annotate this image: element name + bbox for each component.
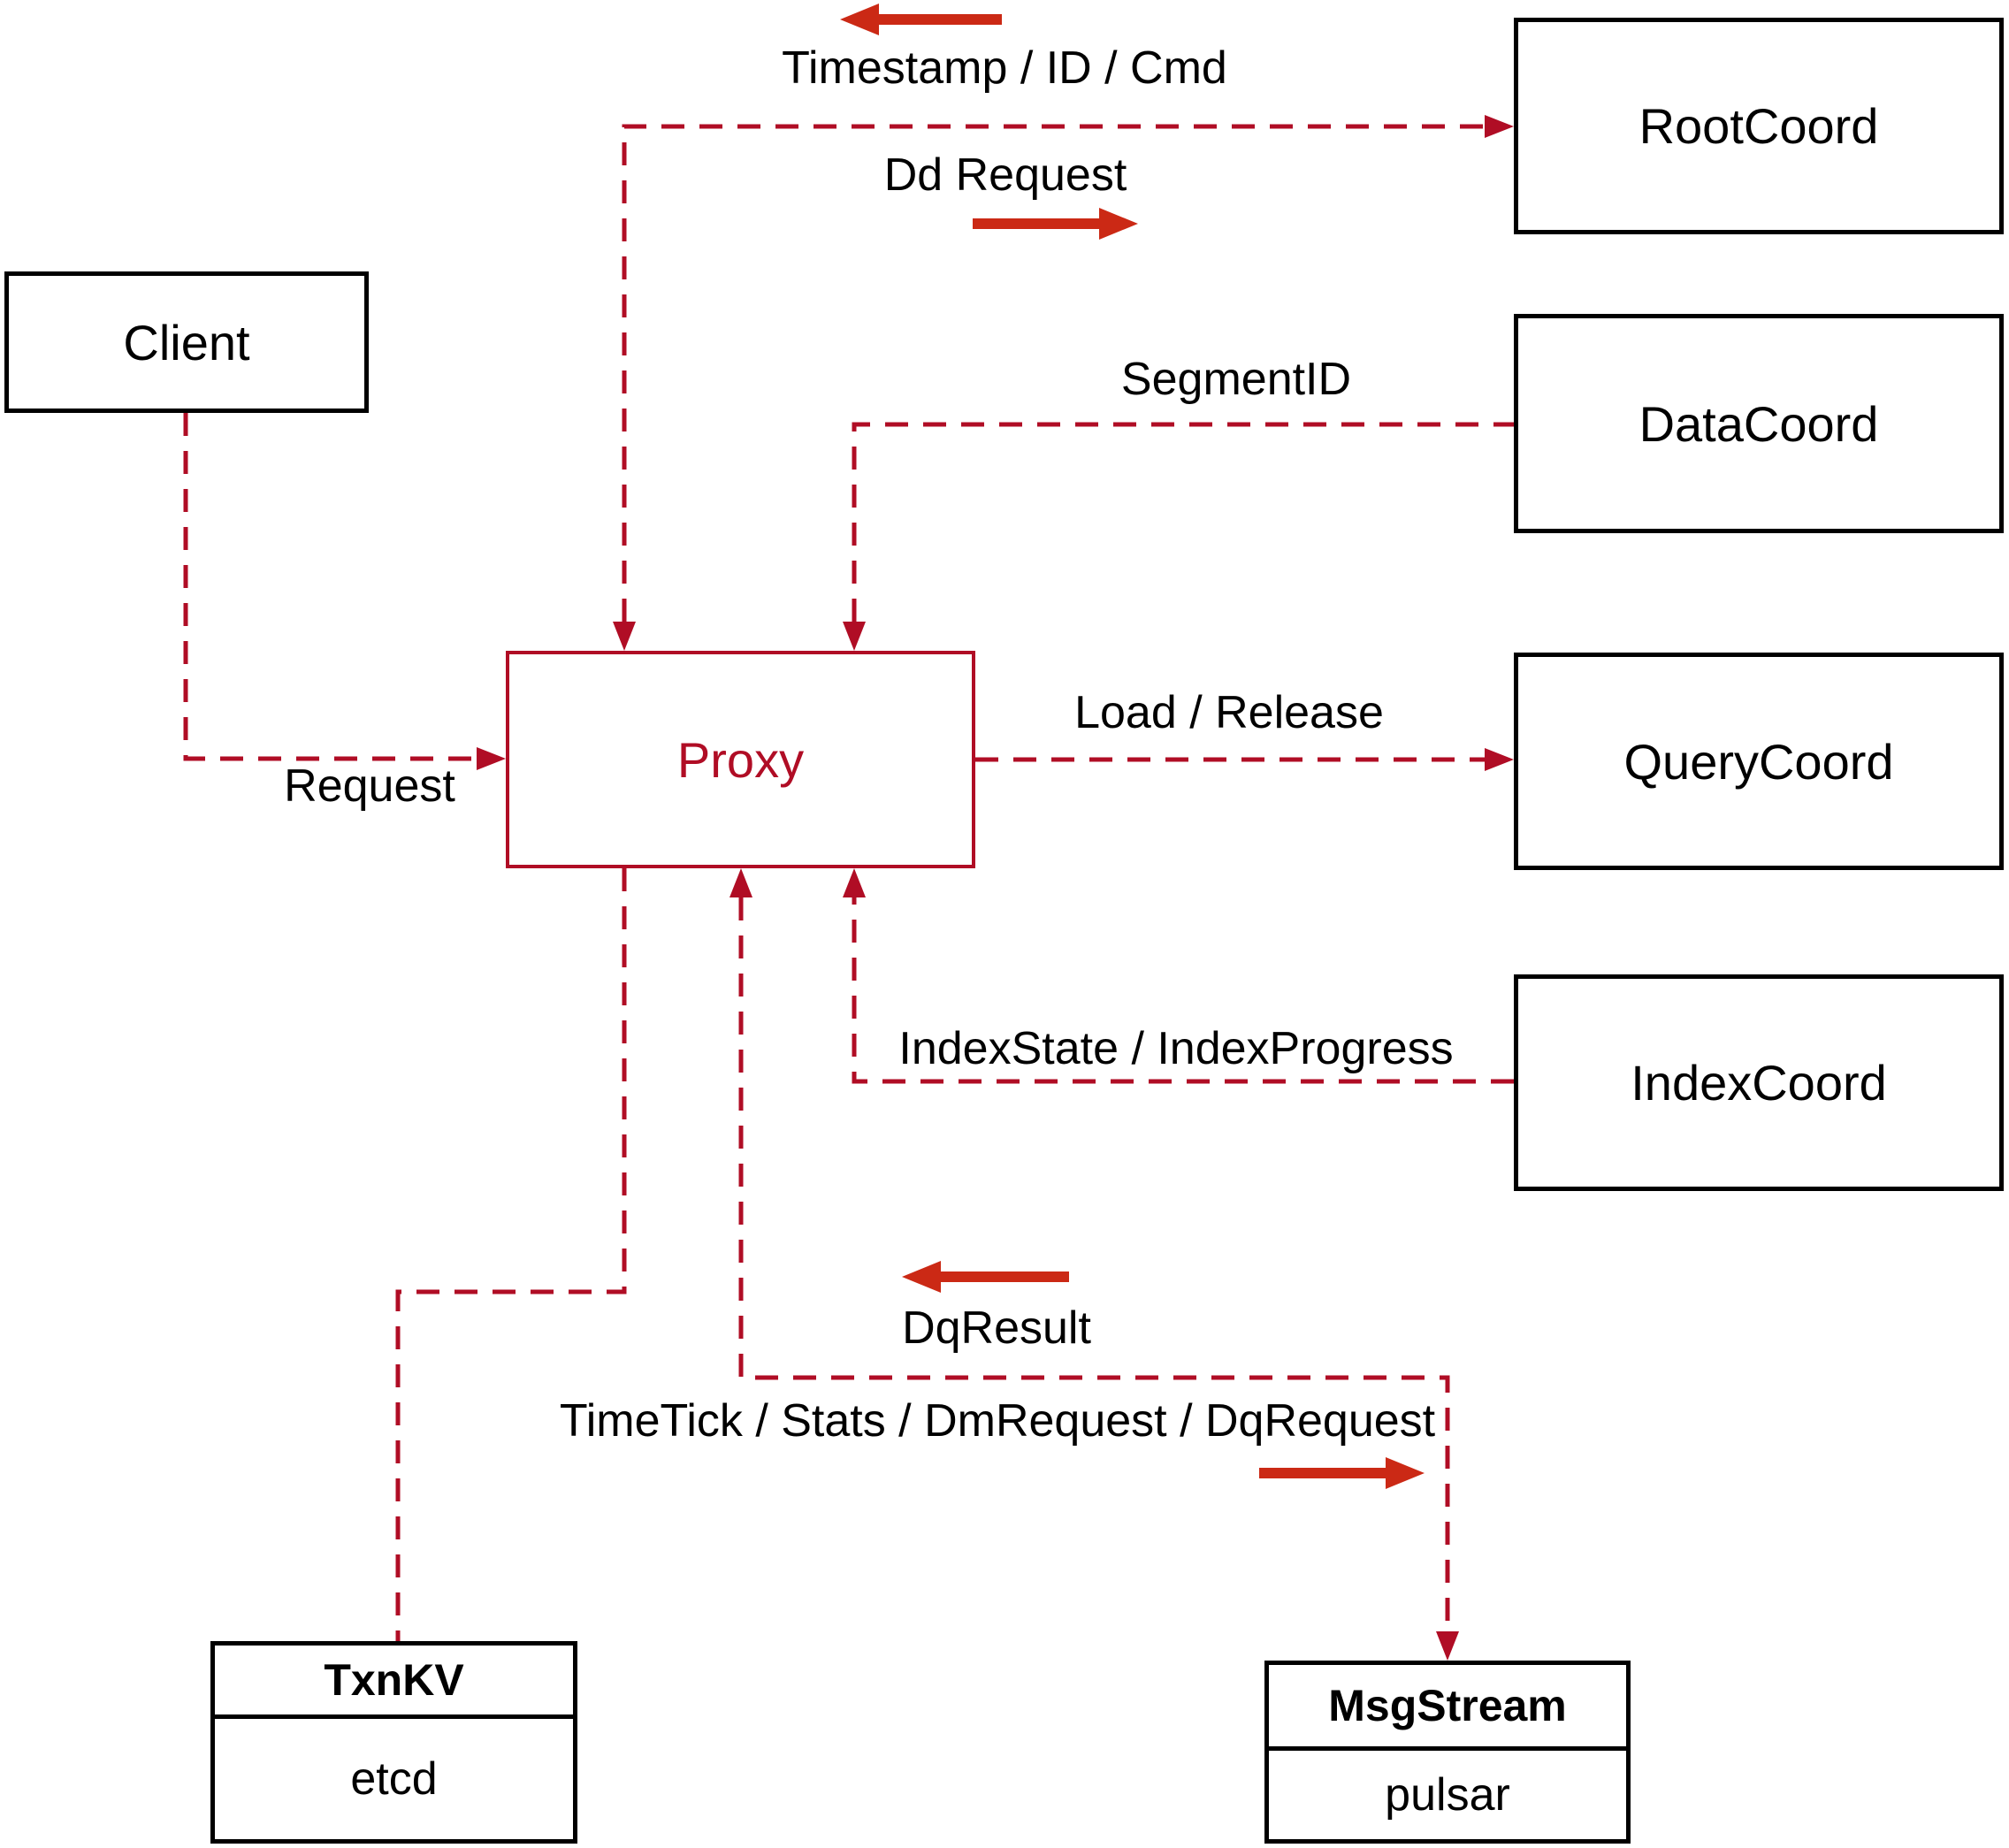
arrowhead-into-msgstream [1436,1631,1459,1661]
node-proxy: Proxy [506,651,975,868]
edge-label-timetick-stats-dmrequest-dqrequest: TimeTick / Stats / DmRequest / DqRequest [559,1395,1436,1447]
edge-datacoord-proxy [852,422,1514,622]
txnkv-impl-cell: etcd [215,1719,573,1839]
dd-request-direction-arrow-right [973,208,1138,240]
txnkv-impl: etcd [350,1753,438,1805]
node-client: Client [4,271,369,413]
dqresult-direction-arrow-left [902,1261,1069,1293]
arrowhead-into-proxy-top-right [843,622,866,651]
edge-label-segmentid: SegmentID [1120,354,1352,405]
client-label: Client [123,314,250,370]
proxy-label: Proxy [676,731,805,788]
rootcoord-label: RootCoord [1639,98,1879,154]
edge-label-load-release: Load / Release [1074,687,1384,738]
node-indexcoord: IndexCoord [1514,974,2004,1191]
msgstream-title: MsgStream [1328,1681,1567,1730]
indexcoord-label: IndexCoord [1631,1055,1887,1111]
arrowhead-into-proxy-left [477,747,506,770]
node-datacoord: DataCoord [1514,314,2004,533]
node-txnkv: TxnKV etcd [210,1641,577,1844]
arrowhead-into-proxy-top-left [613,622,636,651]
edge-label-timestamp-id-cmd: Timestamp / ID / Cmd [782,42,1227,94]
datacoord-label: DataCoord [1639,395,1879,452]
edge-label-indexstate-indexprogress: IndexState / IndexProgress [898,1023,1454,1074]
msgstream-impl: pulsar [1385,1769,1510,1821]
edge-client-proxy [183,413,477,761]
timetick-direction-arrow-right [1259,1457,1425,1489]
arrowhead-into-proxy-bottom-center [730,868,752,897]
timestamp-direction-arrow-left [840,4,1002,35]
edge-proxy-rootcoord [622,124,1485,622]
msgstream-impl-cell: pulsar [1269,1751,1626,1839]
msgstream-title-cell: MsgStream [1269,1665,1626,1751]
arrowhead-into-proxy-bottom-right [843,868,866,897]
edge-indexcoord-proxy [852,897,1514,1084]
txnkv-title: TxnKV [324,1655,464,1705]
arrowhead-into-querycoord [1485,748,1514,771]
querycoord-label: QueryCoord [1623,733,1894,790]
node-msgstream: MsgStream pulsar [1264,1661,1631,1844]
node-rootcoord: RootCoord [1514,18,2004,234]
edge-label-request: Request [284,760,455,812]
txnkv-title-cell: TxnKV [215,1646,573,1719]
node-querycoord: QueryCoord [1514,653,2004,870]
edge-label-dd-request: Dd Request [883,149,1127,201]
arrowhead-into-rootcoord [1485,115,1514,138]
edge-proxy-txnkv [395,868,627,1641]
edge-label-dqresult: DqResult [902,1302,1091,1354]
edge-proxy-msgstream [738,897,1450,1631]
